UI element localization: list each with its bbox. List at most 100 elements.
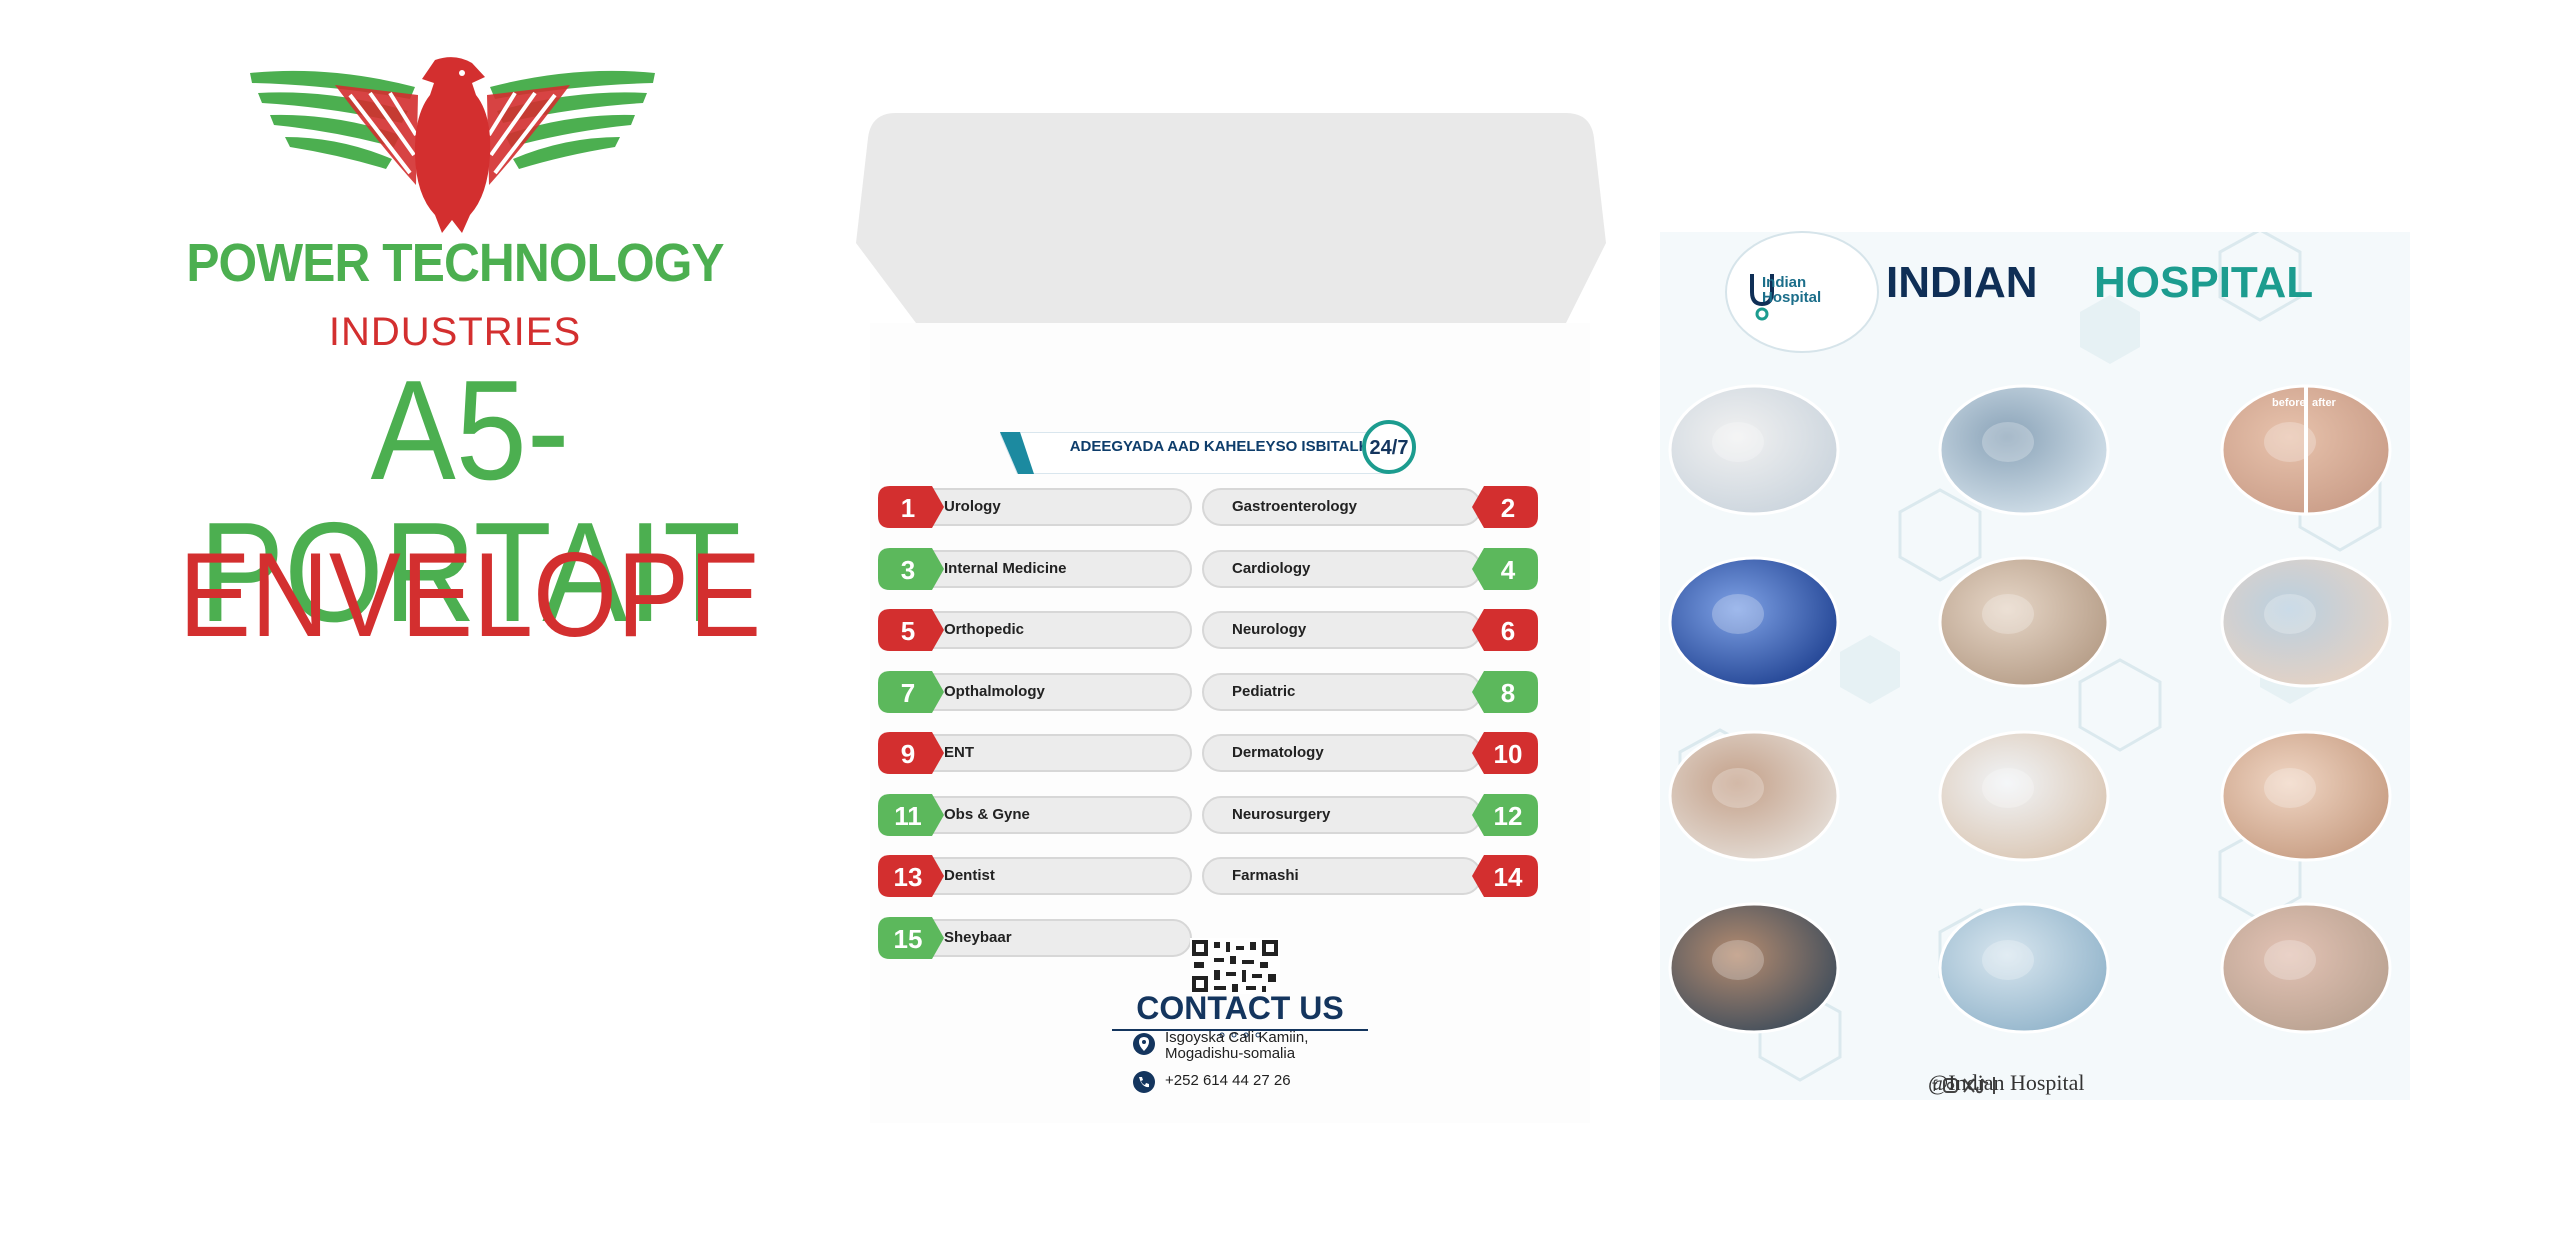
service-item: 1 Urology [878, 486, 1208, 528]
service-pill [1202, 857, 1482, 895]
service-number: 14 [1494, 862, 1523, 892]
bandaged-hand-photo [1668, 384, 1840, 516]
service-number-badge: 10 [1472, 732, 1538, 774]
service-item: 14 Farmashi [1202, 855, 1538, 897]
hospital-name-indian: INDIAN [1886, 258, 2038, 307]
service-number: 8 [1501, 678, 1515, 708]
service-number: 10 [1494, 739, 1523, 769]
brand-name: POWER TECHNOLOGY [186, 233, 724, 293]
product-subtitle: ENVELOPE [178, 528, 762, 662]
service-item: 8 Pediatric [1202, 671, 1538, 713]
service-label: ENT [944, 744, 974, 761]
service-number-badge: 11 [878, 794, 944, 836]
service-label: Farmashi [1232, 867, 1299, 884]
social-media-icons: f [1932, 1077, 1995, 1095]
tiktok-icon [1976, 1078, 1989, 1094]
service-pill [912, 796, 1192, 834]
service-pill [912, 611, 1192, 649]
service-label: Cardiology [1232, 560, 1311, 577]
dental-smile-photo [2220, 556, 2392, 688]
service-number: 12 [1494, 801, 1523, 831]
hospital-logo-stethoscope-icon [1725, 231, 1879, 353]
service-label: Urology [944, 498, 1001, 515]
hospital-logo-text: Indian Hospital [1762, 274, 1822, 306]
service-item: 15 Sheybaar [878, 917, 1208, 959]
service-number-badge: 5 [878, 609, 944, 651]
service-item: 6 Neurology [1202, 609, 1538, 651]
social-handle: @Indian Hospital [1928, 1070, 2085, 1095]
service-pill [1202, 673, 1482, 711]
service-number-badge: 15 [878, 917, 944, 959]
service-label: Obs & Gyne [944, 806, 1030, 823]
service-number: 11 [894, 801, 922, 831]
service-item: 5 Orthopedic [878, 609, 1208, 651]
service-item: 13 Dentist [878, 855, 1208, 897]
service-label: Pediatric [1232, 683, 1296, 700]
service-pill [1202, 734, 1482, 772]
after-label: after [2312, 397, 2337, 409]
service-number-badge: 12 [1472, 794, 1538, 836]
pediatric-checkup-photo [1938, 730, 2110, 862]
service-number: 15 [894, 924, 923, 954]
service-label: Dermatology [1232, 744, 1324, 761]
service-label: Gastroenterology [1232, 498, 1358, 515]
service-label: Neurology [1232, 621, 1307, 638]
emergency-badge-text: 24/7 [1370, 437, 1409, 459]
service-number: 9 [901, 739, 915, 769]
service-number: 5 [901, 616, 915, 646]
service-number-badge: 3 [878, 548, 944, 590]
facebook-icon: f [1932, 1077, 1938, 1095]
service-label: Dentist [944, 867, 995, 884]
service-pill [1202, 611, 1482, 649]
contact-us-title: CONTACT US [1136, 990, 1344, 1026]
service-number-badge: 6 [1472, 609, 1538, 651]
service-number-badge: 9 [878, 732, 944, 774]
service-number-badge: 2 [1472, 486, 1538, 528]
service-item: 7 Opthalmology [878, 671, 1208, 713]
service-pill [1202, 550, 1482, 588]
services-header-banner [1000, 432, 1402, 474]
service-number-badge: 8 [1472, 671, 1538, 713]
service-label: Orthopedic [944, 621, 1025, 638]
eye-surgery-scar-photo [2220, 730, 2392, 862]
service-item: 12 Neurosurgery [1202, 794, 1538, 836]
service-item: 9 ENT [878, 732, 1208, 774]
service-label: Sheybaar [944, 929, 1012, 946]
instagram-icon [1943, 1078, 1958, 1093]
blood-test-photo [1668, 730, 1840, 862]
service-number: 7 [901, 678, 915, 708]
service-pill [912, 673, 1192, 711]
skin-before-after-photo: before after [2220, 384, 2392, 516]
hospital-name-hospital: HOSPITAL [2094, 258, 2314, 307]
service-pill [1202, 488, 1482, 526]
service-pill [912, 919, 1192, 957]
service-number-badge: 14 [1472, 855, 1538, 897]
emergency-24-7-badge-icon: 24/7 [1362, 420, 1416, 474]
service-label: Opthalmology [944, 683, 1045, 700]
service-number-badge: 7 [878, 671, 944, 713]
service-item: 11 Obs & Gyne [878, 794, 1208, 836]
pregnant-couple-photo [1938, 556, 2110, 688]
brand-subtitle: INDUSTRIES [328, 310, 582, 354]
service-pill [912, 550, 1192, 588]
location-pin-icon [1133, 1033, 1155, 1055]
ultrasound-photo [1938, 384, 2110, 516]
service-number: 1 [901, 493, 915, 523]
service-item: 2 Gastroenterology [1202, 486, 1538, 528]
service-item: 4 Cardiology [1202, 548, 1538, 590]
surgery-team-photo [1938, 902, 2110, 1034]
before-label: before [2272, 397, 2306, 409]
qr-code-icon [1190, 938, 1280, 994]
service-number: 13 [894, 862, 923, 892]
phone-icon [1133, 1071, 1155, 1093]
contact-phone: +252 614 44 27 26 [1165, 1072, 1291, 1089]
x-icon [1963, 1078, 1975, 1093]
service-number: 4 [1501, 555, 1516, 585]
product-title: A5-PORTAIT [198, 351, 742, 652]
service-label: Neurosurgery [1232, 806, 1331, 823]
service-number-badge: 13 [878, 855, 944, 897]
services-header-text: ADEEGYADA AAD KAHELEYSO ISBITALKA [1069, 438, 1381, 455]
service-item: 10 Dermatology [1202, 732, 1538, 774]
service-number: 2 [1501, 493, 1515, 523]
